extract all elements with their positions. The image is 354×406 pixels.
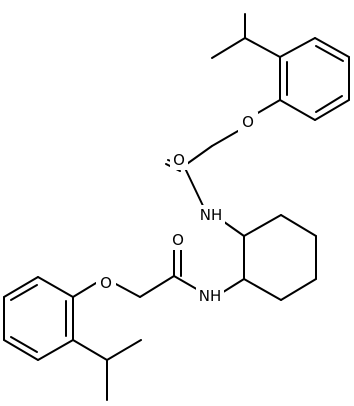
bond	[244, 37, 281, 58]
bond	[279, 99, 316, 121]
bond	[315, 95, 343, 113]
bond	[183, 145, 213, 167]
atom-labels: O O NH NH O O	[96, 112, 258, 306]
bond	[106, 339, 142, 361]
bond	[37, 339, 74, 361]
bond	[243, 278, 282, 301]
bond	[211, 130, 239, 147]
carbonyl-oxygen-bottom: O	[168, 230, 188, 250]
bond	[173, 275, 201, 292]
bond	[3, 276, 39, 298]
atom-label: NH	[199, 287, 222, 305]
bond	[10, 336, 38, 353]
bond	[255, 99, 281, 115]
bond	[211, 37, 246, 59]
bond	[72, 339, 108, 361]
bond	[314, 99, 350, 121]
bond	[139, 275, 175, 298]
ether-oxygen-bottom: O	[96, 273, 116, 293]
bond	[113, 282, 141, 298]
bond	[315, 45, 344, 62]
bond	[72, 282, 97, 298]
bond	[279, 37, 316, 58]
bond	[280, 214, 317, 237]
bonds	[3, 13, 350, 401]
atom-label: O	[100, 274, 112, 292]
bond	[37, 276, 74, 298]
bond	[10, 284, 38, 301]
bond	[3, 339, 39, 361]
bond	[314, 37, 350, 58]
amide-nitrogen-bottom: NH	[196, 286, 224, 306]
atom-label: NH	[200, 206, 223, 224]
carbonyl-oxygen-top: O	[170, 150, 188, 170]
bond	[183, 165, 206, 211]
atom-label: O	[172, 231, 184, 249]
bond	[280, 278, 317, 301]
ether-oxygen-top: O	[238, 112, 258, 132]
atom-label: O	[242, 113, 254, 131]
amide-nitrogen-top: NH	[197, 205, 225, 225]
atom-label: O	[173, 151, 185, 169]
bond	[243, 214, 282, 237]
